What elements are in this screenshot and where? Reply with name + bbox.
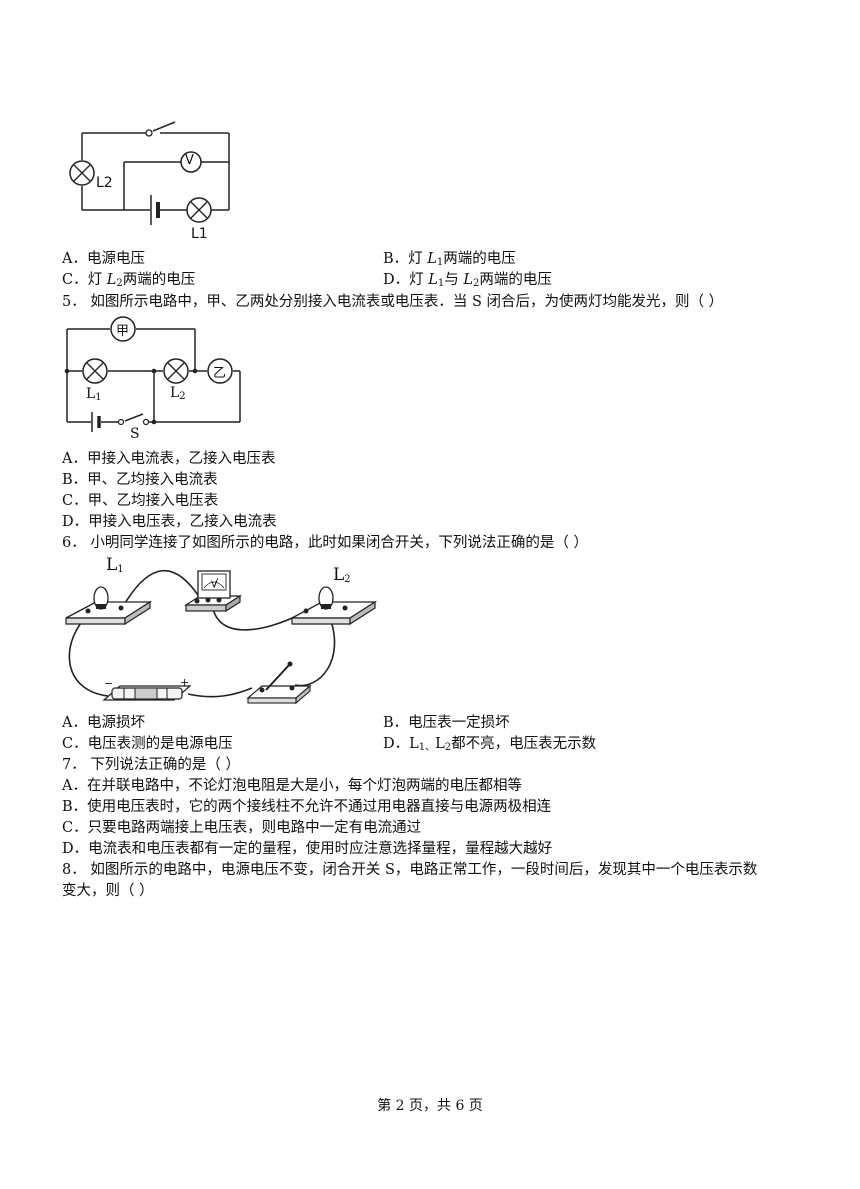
q4-option-a: A．电源电压 xyxy=(62,251,145,267)
q7-option-a: A．在并联电路中，不论灯泡电阻是大是小，每个灯泡两端的电压都相等 xyxy=(62,778,522,794)
q6-option-c: C．电压表测的是电源电压 xyxy=(62,736,233,752)
q6-stem: 6． 小明同学连接了如图所示的电路，此时如果闭合开关，下列说法正确的是（ ） xyxy=(62,535,588,551)
q6-minus-label: − xyxy=(104,677,114,690)
q4-option-c: C．灯 L2两端的电压 xyxy=(62,272,196,289)
q7-option-c: C．只要电路两端接上电压表，则电路中一定有电流通过 xyxy=(62,820,422,836)
q6-meter-label: V xyxy=(211,580,218,590)
q5-l1-label: L1 xyxy=(86,386,102,403)
q4-voltmeter-label: V xyxy=(185,153,194,168)
q5-option-d: D．甲接入电压表，乙接入电流表 xyxy=(62,514,277,530)
q5-circuit-diagram xyxy=(64,316,241,432)
q5-jia-label: 甲 xyxy=(116,324,130,339)
q5-stem: 5． 如图所示电路中，甲、乙两处分别接入电流表或电压表．当 S 闭合后，为使两灯… xyxy=(62,294,724,310)
q5-yi-label: 乙 xyxy=(213,366,227,381)
q5-s-label: S xyxy=(130,426,140,442)
q6-l2-label: L2 xyxy=(333,565,351,585)
q6-l1-label: L1 xyxy=(106,555,124,575)
q4-circuit-diagram xyxy=(69,121,230,225)
q7-option-b: B．使用电压表时，它的两个接线柱不允许不通过用电器直接与电源两极相连 xyxy=(62,799,552,815)
q6-circuit-diagram xyxy=(65,569,378,705)
q4-option-b: B．灯 L1两端的电压 xyxy=(383,251,516,268)
q6-option-b: B．电压表一定损坏 xyxy=(383,715,510,731)
q7-option-d: D．电流表和电压表都有一定的量程，使用时应注意选择量程，量程越大越好 xyxy=(62,841,553,857)
q4-l1-label: L1 xyxy=(191,226,208,242)
q6-option-d: D．L1、L2都不亮，电压表无示数 xyxy=(383,736,597,753)
q5-l2-label: L2 xyxy=(170,385,186,402)
q4-l2-label: L2 xyxy=(96,175,113,191)
q4-option-d: D．灯 L1与 L2两端的电压 xyxy=(383,272,552,289)
page-footer: 第 2 页，共 6 页 xyxy=(377,1098,483,1114)
q6-plus-label: + xyxy=(180,676,190,689)
q7-stem: 7． 下列说法正确的是（ ） xyxy=(62,757,240,773)
q5-option-a: A．甲接入电流表，乙接入电压表 xyxy=(62,451,276,467)
q5-option-b: B．甲、乙均接入电流表 xyxy=(62,472,218,488)
q8-stem-line2: 变大，则（ ） xyxy=(62,883,154,899)
q6-option-a: A．电源损坏 xyxy=(62,715,145,731)
q5-option-c: C．甲、乙均接入电压表 xyxy=(62,493,219,509)
q8-stem-line1: 8． 如图所示的电路中，电源电压不变，闭合开关 S，电路正常工作，一段时间后，发… xyxy=(62,862,758,878)
